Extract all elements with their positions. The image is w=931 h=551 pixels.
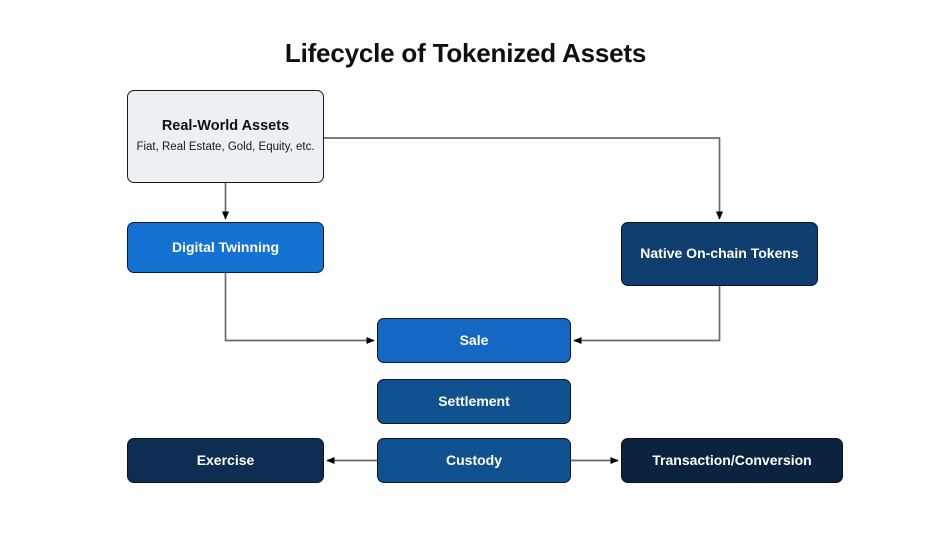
node-digital-twinning[interactable]: Digital Twinning <box>127 222 324 273</box>
edge-native-tokens-to-sale <box>573 286 721 345</box>
node-native-on-chain-tokens[interactable]: Native On-chain Tokens <box>621 222 818 286</box>
edge-rwa-to-native-tokens <box>324 137 724 220</box>
node-label: Settlement <box>438 392 510 409</box>
node-label: Real-World Assets <box>161 117 290 134</box>
node-custody[interactable]: Custody <box>377 438 571 483</box>
node-sublabel: Fiat, Real Estate, Gold, Equity, etc. <box>136 141 315 154</box>
node-label: Custody <box>446 451 502 468</box>
page-title: Lifecycle of Tokenized Assets <box>284 38 647 68</box>
node-label: Sale <box>459 331 489 348</box>
node-sale[interactable]: Sale <box>377 318 571 363</box>
node-label: Transaction/Conversion <box>652 451 812 468</box>
node-label: Native On-chain Tokens <box>640 245 799 262</box>
node-label: Exercise <box>196 451 255 468</box>
edge-digital-twinning-to-sale <box>224 273 375 345</box>
node-transaction-conversion[interactable]: Transaction/Conversion <box>621 438 843 483</box>
node-real-world-assets[interactable]: Real-World Assets Fiat, Real Estate, Gol… <box>127 90 324 183</box>
node-label: Digital Twinning <box>171 238 280 255</box>
node-settlement[interactable]: Settlement <box>377 379 571 424</box>
node-exercise[interactable]: Exercise <box>127 438 324 483</box>
